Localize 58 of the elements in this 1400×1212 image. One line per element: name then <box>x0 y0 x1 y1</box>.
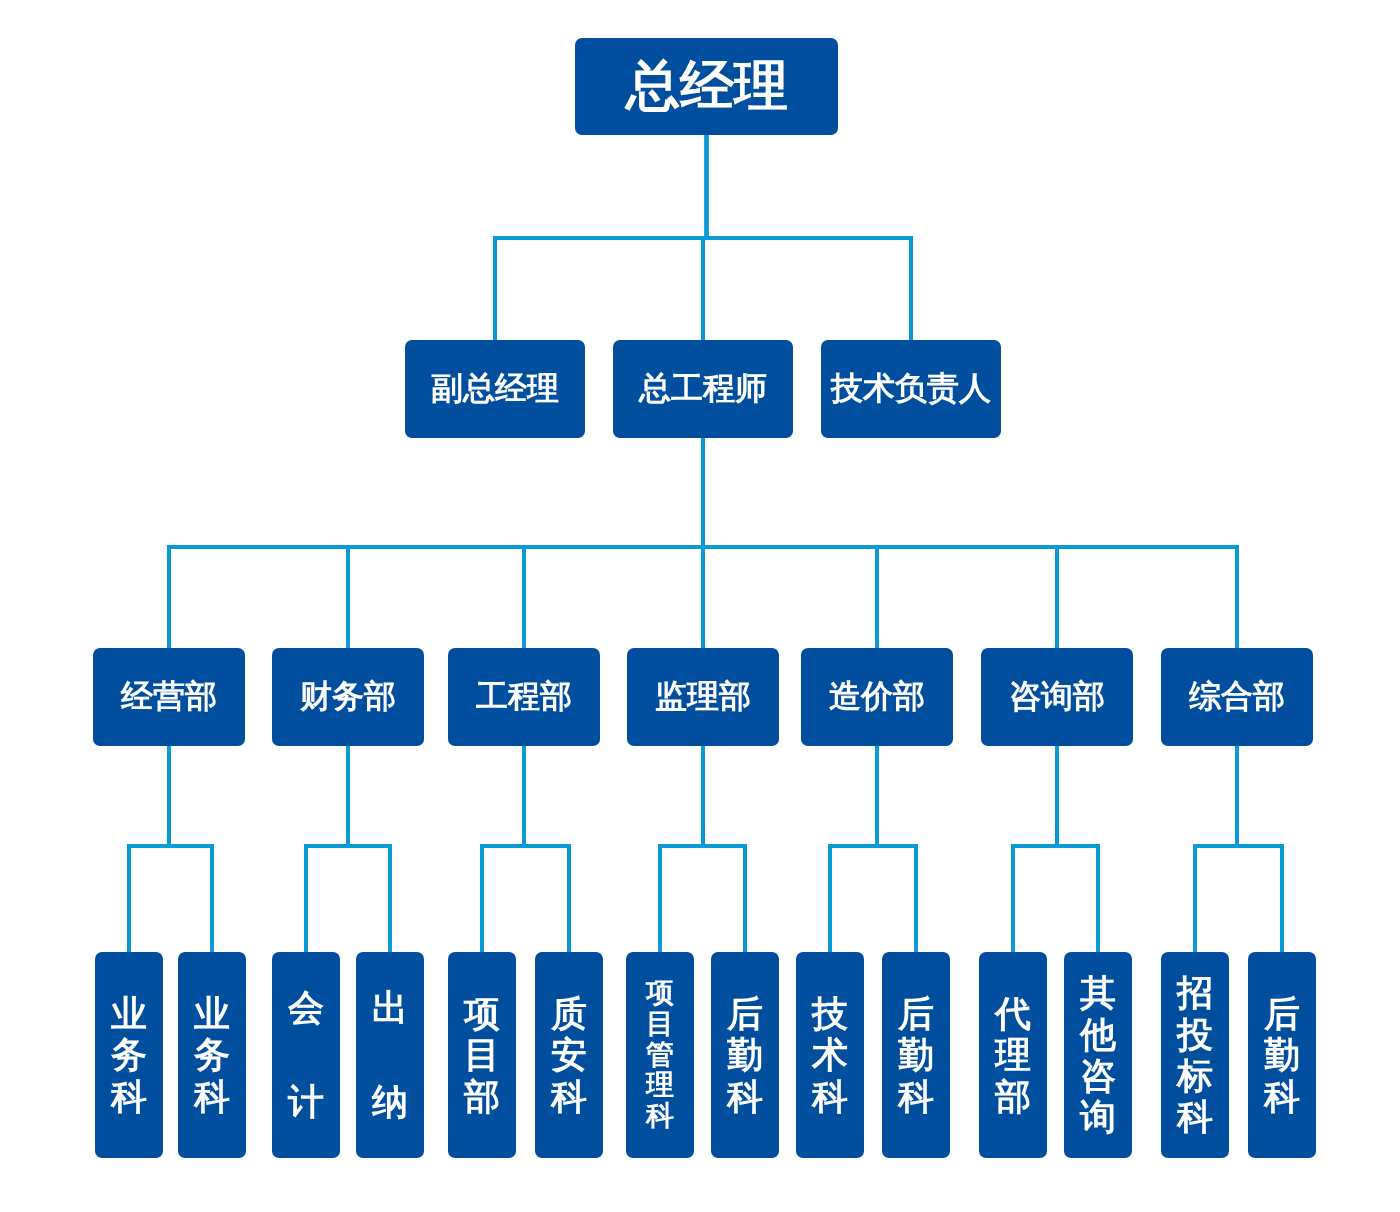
box-label: 后勤科 <box>898 992 934 1118</box>
vertical-box <box>356 952 424 1158</box>
box-label: 后勤科 <box>727 992 763 1118</box>
box-label: 综合部 <box>1189 676 1285 717</box>
box-label: 招投标科 <box>1177 972 1213 1138</box>
box-label: 总工程师 <box>639 368 767 409</box>
connector-line <box>701 746 747 952</box>
title-box <box>272 648 424 746</box>
vertical-box <box>882 952 950 1158</box>
box-label: 工程部 <box>476 676 572 717</box>
title-box <box>613 340 793 438</box>
box-label: 造价部 <box>829 676 925 717</box>
box-label: 项目部 <box>464 992 500 1118</box>
box-label: 副总经理 <box>431 368 559 409</box>
vertical-box <box>979 952 1047 1158</box>
connector-line <box>1055 746 1100 952</box>
title-box <box>1161 648 1313 746</box>
connector-line <box>875 746 918 952</box>
box-label: 后勤科 <box>1264 992 1300 1118</box>
title-box <box>981 648 1133 746</box>
box-label: 总经理 <box>625 53 788 119</box>
box-label: 项目管理科 <box>646 978 674 1132</box>
box-label: 监理部 <box>655 676 751 717</box>
vertical-box <box>448 952 516 1158</box>
title-box <box>405 340 585 438</box>
box-label: 技术负责人 <box>831 368 991 409</box>
title-box <box>627 648 779 746</box>
box-label: 经营部 <box>121 676 217 717</box>
connector-line <box>1235 746 1284 952</box>
box-label: 业务科 <box>194 992 230 1118</box>
box-label: 技术科 <box>812 992 848 1118</box>
vertical-box <box>626 952 694 1158</box>
title-box <box>575 38 838 135</box>
box-label: 咨询部 <box>1009 676 1105 717</box>
title-box <box>93 648 245 746</box>
vertical-box <box>1248 952 1316 1158</box>
title-box <box>801 648 953 746</box>
box-label: 会计 <box>288 986 324 1124</box>
box-label: 代理部 <box>995 992 1031 1118</box>
vertical-box <box>95 952 163 1158</box>
box-label: 其他咨询 <box>1080 972 1116 1138</box>
vertical-box <box>178 952 246 1158</box>
vertical-box <box>796 952 864 1158</box>
connector-line <box>346 746 392 952</box>
vertical-box <box>272 952 340 1158</box>
box-label: 财务部 <box>300 676 396 717</box>
connector-line <box>704 135 913 340</box>
vertical-box <box>1064 952 1132 1158</box>
connector-line <box>167 746 214 952</box>
connector-line <box>522 746 571 952</box>
title-box <box>821 340 1001 438</box>
box-label: 质安科 <box>551 992 587 1118</box>
vertical-box <box>1161 952 1229 1158</box>
vertical-box <box>535 952 603 1158</box>
box-label: 出纳 <box>372 986 408 1124</box>
box-label: 业务科 <box>111 992 147 1118</box>
title-box <box>448 648 600 746</box>
vertical-box <box>711 952 779 1158</box>
